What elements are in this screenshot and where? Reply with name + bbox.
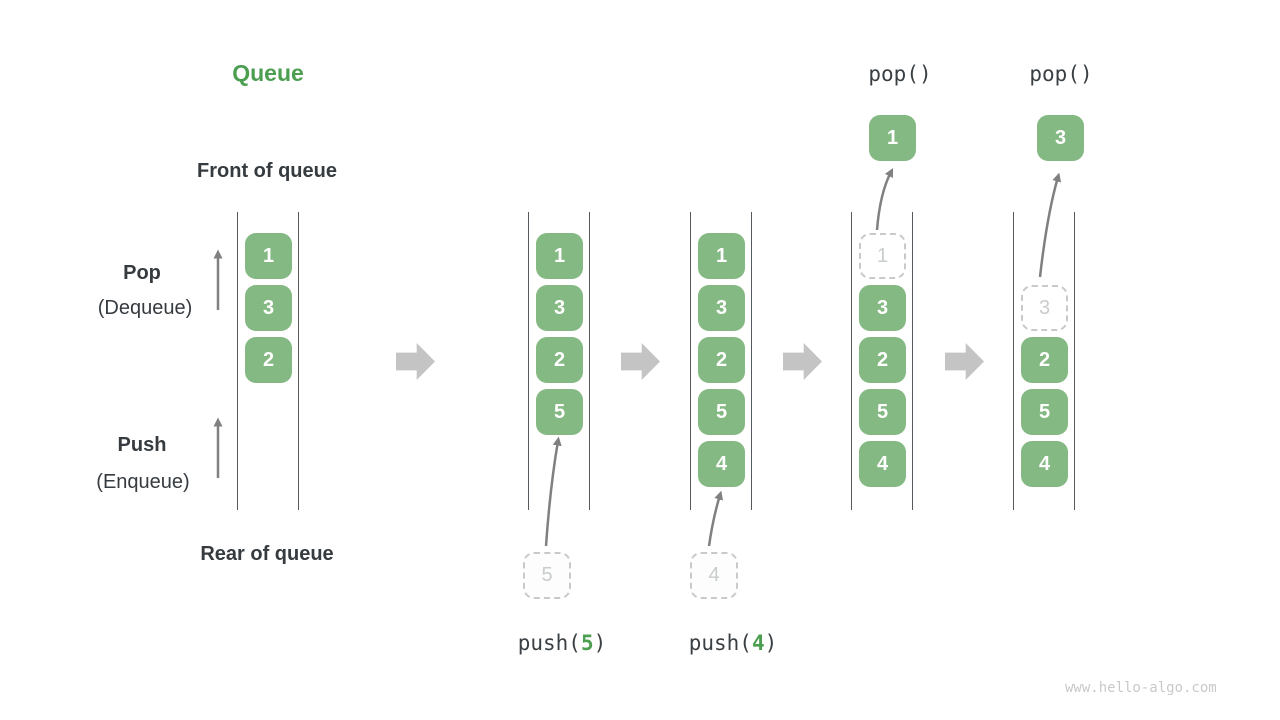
queue-item: 5	[859, 389, 906, 435]
queue-item: 3	[859, 285, 906, 331]
push-close-text: )	[593, 631, 607, 655]
push-arg-text: 5	[580, 631, 594, 655]
queue-item: 2	[1021, 337, 1068, 383]
pop-operation-label: pop()	[1029, 62, 1093, 86]
queue-column-1: 1 3 2	[237, 212, 299, 510]
queue-item: 5	[1021, 389, 1068, 435]
queue-item: 4	[698, 441, 745, 487]
queue-item: 2	[859, 337, 906, 383]
queue-item: 5	[698, 389, 745, 435]
queue-item: 5	[536, 389, 583, 435]
queue-item: 3	[245, 285, 292, 331]
queue-column-5: 3 2 5 4	[1013, 212, 1075, 510]
step-arrow-icon	[945, 343, 984, 380]
step-arrow-icon	[783, 343, 822, 380]
queue-column-4: 1 3 2 5 4	[851, 212, 913, 510]
push-label: Push	[117, 434, 167, 456]
queue-item: 3	[698, 285, 745, 331]
ghost-queue-item: 3	[1021, 285, 1068, 331]
step-arrow-icon	[621, 343, 660, 380]
push-operation-label: push(4)	[689, 631, 778, 655]
push-fn-text: push(	[517, 631, 581, 655]
dequeue-label: (Dequeue)	[97, 297, 193, 319]
ghost-queue-item: 1	[859, 233, 906, 279]
queue-column-2: 1 3 2 5	[528, 212, 590, 510]
push-arg-text: 4	[751, 631, 765, 655]
queue-item: 4	[1021, 441, 1068, 487]
pending-push-item: 5	[523, 552, 571, 599]
queue-item: 1	[536, 233, 583, 279]
pop-label: Pop	[123, 262, 161, 284]
popped-item: 3	[1037, 115, 1084, 161]
enqueue-label: (Enqueue)	[96, 471, 190, 493]
step-arrow-icon	[396, 343, 435, 380]
popped-item: 1	[869, 115, 916, 161]
rear-of-queue-label: Rear of queue	[200, 543, 334, 565]
queue-item: 2	[245, 337, 292, 383]
queue-item: 4	[859, 441, 906, 487]
push-close-text: )	[764, 631, 778, 655]
watermark: www.hello-algo.com	[1065, 680, 1217, 696]
push-fn-text: push(	[688, 631, 752, 655]
queue-column-3: 1 3 2 5 4	[690, 212, 752, 510]
queue-item: 1	[245, 233, 292, 279]
push-operation-label: push(5)	[518, 631, 607, 655]
pop-operation-label: pop()	[868, 62, 932, 86]
diagram-title: Queue	[232, 60, 304, 86]
queue-item: 1	[698, 233, 745, 279]
queue-item: 2	[536, 337, 583, 383]
front-of-queue-label: Front of queue	[197, 160, 337, 182]
queue-item: 3	[536, 285, 583, 331]
queue-item: 2	[698, 337, 745, 383]
pending-push-item: 4	[690, 552, 738, 599]
